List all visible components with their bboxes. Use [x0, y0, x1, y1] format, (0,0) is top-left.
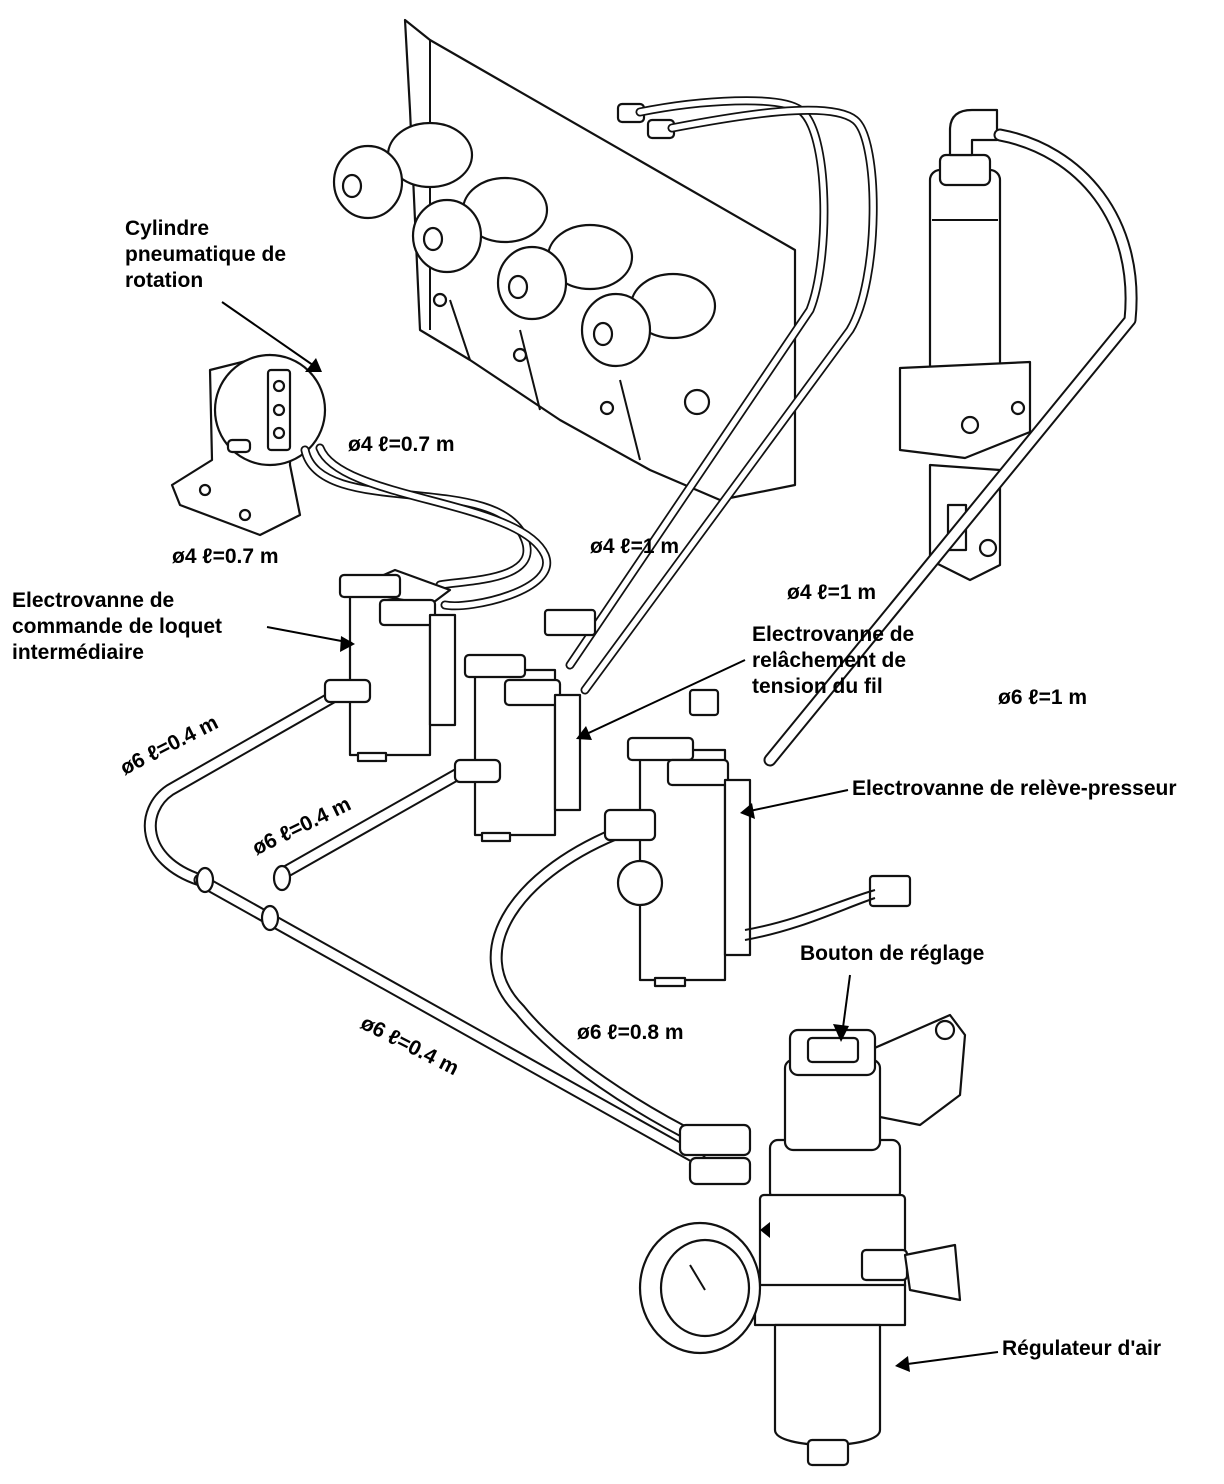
dim-o4-rotation-upper: ø4 ℓ=0.7 m — [348, 433, 455, 456]
thread-release-solenoid-valve — [453, 608, 597, 843]
tubes-o6 — [143, 128, 1138, 1167]
dim-o4-plate-a: ø4 ℓ=1 m — [590, 535, 680, 558]
air-regulator — [638, 1013, 967, 1467]
label-presser-lift-valve: Electrovanne de relève-presseur — [852, 777, 1177, 800]
tubes-o4 — [300, 96, 878, 695]
dim-o4-plate-b: ø4 ℓ=1 m — [787, 581, 877, 604]
dim-o6-cylinder: ø6 ℓ=1 m — [998, 686, 1088, 709]
rotation-cylinder — [170, 353, 327, 537]
label-air-regulator: Régulateur d'air — [1002, 1337, 1162, 1360]
label-latch-valve: Electrovanne de commande de loquet inter… — [12, 589, 223, 664]
latch-solenoid-valve — [323, 568, 457, 763]
tension-knob-4 — [580, 272, 717, 368]
tension-knob-2 — [411, 176, 549, 274]
tension-knob-3 — [496, 223, 634, 321]
dim-o6-presser: ø6 ℓ=0.8 m — [577, 1021, 684, 1044]
dim-o4-rotation-lower: ø4 ℓ=0.7 m — [172, 545, 279, 568]
thread-tension-plate — [332, 18, 797, 502]
presser-lift-solenoid-valve — [603, 688, 912, 988]
label-rotation-cylinder: Cylindre pneumatique de rotation — [125, 217, 287, 292]
label-adjust-knob: Bouton de réglage — [800, 942, 985, 965]
leader-lines — [221, 301, 999, 1372]
label-thread-tension-valve: Electrovanne de relâchement de tension d… — [752, 623, 915, 698]
tension-knob-1 — [332, 121, 474, 220]
presser-lift-cylinder — [898, 108, 1032, 582]
